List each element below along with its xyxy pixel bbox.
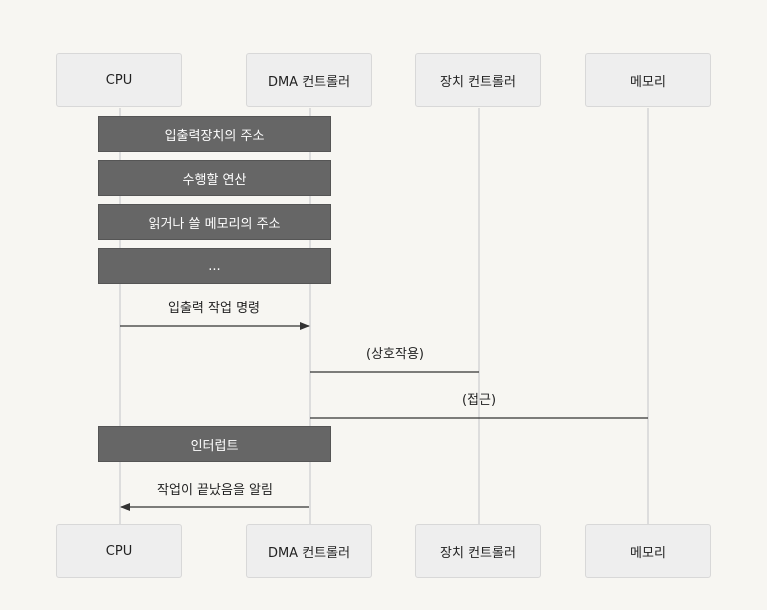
note-text: 수행할 연산: [182, 172, 247, 188]
participant-cpu-bottom: CPU: [56, 524, 182, 578]
note-operation: 수행할 연산: [98, 160, 331, 196]
note-text: 읽거나 쓸 메모리의 주소: [148, 216, 281, 232]
lifeline-memory: [647, 108, 649, 524]
participant-device-controller-top: 장치 컨트롤러: [415, 53, 541, 107]
participant-device-controller-bottom: 장치 컨트롤러: [415, 524, 541, 578]
note-memory-address: 읽거나 쓸 메모리의 주소: [98, 204, 331, 240]
participant-label: DMA 컨트롤러: [267, 545, 351, 561]
participant-cpu-top: CPU: [56, 53, 182, 107]
message-label-access: (접근): [461, 393, 497, 408]
participant-label: CPU: [105, 543, 133, 559]
participant-label: 메모리: [630, 545, 666, 561]
note-text: 인터럽트: [190, 438, 239, 454]
lifeline-device-controller: [478, 108, 480, 524]
note-ellipsis: ...: [98, 248, 331, 284]
participant-label: CPU: [105, 72, 133, 88]
note-interrupt: 인터럽트: [98, 426, 331, 462]
message-label-done-notify: 작업이 끝났음을 알림: [157, 483, 273, 498]
participant-label: 장치 컨트롤러: [440, 74, 516, 90]
participant-memory-bottom: 메모리: [585, 524, 711, 578]
lifeline-dma-controller: [309, 108, 311, 524]
note-text: 입출력장치의 주소: [164, 128, 265, 144]
participant-label: 메모리: [630, 74, 666, 90]
note-text: ...: [208, 258, 221, 274]
participant-label: DMA 컨트롤러: [267, 74, 351, 90]
message-label-interaction: (상호작용): [366, 347, 424, 362]
message-label-io-command: 입출력 작업 명령: [168, 301, 260, 316]
lifeline-cpu: [119, 108, 121, 524]
note-io-device-address: 입출력장치의 주소: [98, 116, 331, 152]
participant-memory-top: 메모리: [585, 53, 711, 107]
participant-dma-controller-top: DMA 컨트롤러: [246, 53, 372, 107]
participant-label: 장치 컨트롤러: [440, 545, 516, 561]
participant-dma-controller-bottom: DMA 컨트롤러: [246, 524, 372, 578]
